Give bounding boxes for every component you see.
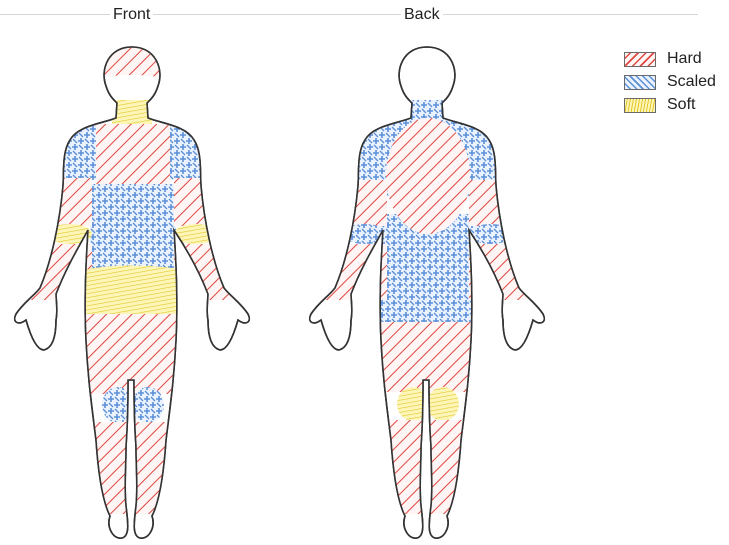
front-left-shoulder-zone xyxy=(62,124,100,180)
legend-item-soft: Soft xyxy=(624,94,716,116)
soft-swatch xyxy=(624,98,656,113)
back-left-forearm-zone xyxy=(315,244,387,300)
front-left-upperarm-zone xyxy=(40,178,92,226)
front-right-upperarm-zone xyxy=(174,178,226,226)
scaled-swatch xyxy=(624,75,656,90)
front-thighs-zone xyxy=(80,314,186,394)
back-thighs-zone xyxy=(375,322,481,392)
front-head-zone xyxy=(104,46,160,78)
front-neck-zone xyxy=(112,100,152,124)
back-right-knee-zone xyxy=(427,387,459,421)
front-right-knee-zone xyxy=(132,387,164,423)
legend: Hard Scaled Soft xyxy=(624,48,716,117)
legend-label: Scaled xyxy=(667,72,716,92)
front-figure xyxy=(15,46,250,538)
back-right-upperarm-zone xyxy=(469,180,521,226)
back-left-upperarm-zone xyxy=(335,180,387,226)
legend-label: Hard xyxy=(667,49,702,69)
legend-item-scaled: Scaled xyxy=(624,71,716,93)
back-right-forearm-zone xyxy=(469,244,541,300)
front-abdomen-zone xyxy=(90,184,176,276)
front-left-knee-zone xyxy=(102,387,134,423)
legend-item-hard: Hard xyxy=(624,48,716,70)
hard-swatch xyxy=(624,52,656,67)
front-chest-zone xyxy=(96,124,170,184)
back-left-knee-zone xyxy=(397,387,429,421)
front-hips-zone xyxy=(84,266,182,315)
back-figure xyxy=(310,47,545,538)
back-upperback-overlay xyxy=(386,118,470,234)
front-right-forearm-zone xyxy=(174,244,246,300)
legend-label: Soft xyxy=(667,95,695,115)
front-left-forearm-zone xyxy=(20,244,92,300)
